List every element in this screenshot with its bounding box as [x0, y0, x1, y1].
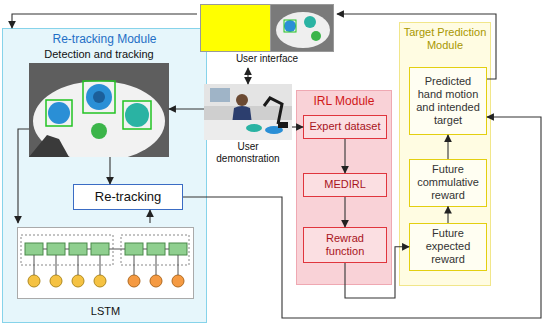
illustration-shape — [91, 123, 107, 139]
box-label: Re-tracking — [95, 189, 161, 205]
illustration-shape — [246, 124, 262, 132]
illustration-shape — [169, 243, 187, 255]
illustration-shape — [125, 103, 149, 127]
module-panel: Target Prediction ModulePredicted hand m… — [399, 22, 491, 286]
interface-screenshot — [200, 4, 334, 52]
illustration-shape — [46, 100, 72, 126]
process-box: Rewrad function — [303, 227, 387, 263]
box-label: Future expected reward — [413, 227, 483, 267]
process-box: Re-tracking — [73, 184, 183, 210]
illustration-shape — [25, 243, 43, 255]
image-caption: User interface — [236, 53, 298, 65]
illustration-shape — [284, 20, 296, 32]
box-label: MEDIRL — [324, 178, 366, 191]
illustration-shape — [204, 84, 292, 140]
box-label: Predicted hand motion and intended targe… — [413, 75, 483, 128]
process-box: Expert dataset — [303, 115, 387, 139]
module-title: Re-tracking Module — [52, 32, 156, 46]
process-box: Predicted hand motion and intended targe… — [409, 67, 487, 135]
illustration-shape — [123, 101, 151, 129]
illustration-shape — [128, 275, 140, 287]
illustration-shape — [43, 249, 169, 250]
illustration-shape — [278, 122, 288, 128]
image-panel: LSTM — [13, 223, 198, 321]
tracking-image — [29, 63, 169, 157]
image-caption: Detection and tracking — [44, 48, 153, 61]
illustration-shape — [150, 275, 162, 287]
illustration-shape — [29, 135, 69, 157]
illustration-shape — [18, 228, 194, 299]
process-box: Future expected reward — [409, 223, 487, 271]
process-box: Future commulative reward — [409, 159, 487, 207]
illustration-shape — [147, 243, 165, 255]
box-label: Expert dataset — [310, 120, 381, 133]
illustration-shape — [276, 12, 330, 48]
illustration-shape — [21, 235, 113, 265]
illustration-shape — [28, 275, 40, 287]
illustration-shape — [47, 243, 65, 255]
box-label: Rewrad function — [307, 232, 383, 258]
illustration-shape — [204, 120, 292, 140]
illustration-shape — [69, 243, 87, 255]
demonstration-photo — [204, 84, 292, 140]
illustration-shape — [304, 16, 316, 28]
illustration-shape — [94, 275, 106, 287]
connector-arrow — [12, 14, 197, 28]
illustration-shape — [236, 94, 248, 106]
illustration-shape — [86, 84, 112, 110]
illustration-shape — [201, 5, 271, 52]
module-title: IRL Module — [314, 94, 375, 108]
module-title: Target Prediction Module — [403, 26, 487, 52]
illustration-shape — [93, 91, 105, 103]
image-panel: User interface — [197, 2, 337, 68]
illustration-shape — [91, 243, 109, 255]
process-box: MEDIRL — [303, 173, 387, 197]
illustration-shape — [72, 275, 84, 287]
box-label: Future commulative reward — [413, 163, 483, 203]
image-panel: Detection and tracking — [29, 45, 169, 157]
connector-arrow — [247, 68, 248, 84]
illustration-shape — [83, 81, 115, 113]
lstm-figure — [17, 227, 194, 299]
image-caption: LSTM — [91, 305, 120, 318]
module-panel: IRL ModuleExpert datasetMEDIRL Rewrad fun… — [296, 90, 392, 285]
illustration-shape — [172, 275, 184, 287]
image-panel: User demonstration — [204, 84, 292, 168]
illustration-shape — [125, 243, 143, 255]
illustration-shape — [311, 31, 321, 41]
illustration-shape — [284, 20, 296, 32]
illustration-shape — [50, 275, 62, 287]
illustration-shape — [121, 235, 189, 265]
illustration-shape — [271, 5, 334, 52]
illustration-shape — [264, 98, 282, 124]
illustration-shape — [210, 88, 230, 102]
image-caption: User demonstration — [207, 141, 289, 165]
illustration-shape — [34, 255, 178, 275]
illustration-shape — [48, 102, 70, 124]
module-panel: Re-tracking Module Detection and trackin… — [2, 28, 207, 323]
